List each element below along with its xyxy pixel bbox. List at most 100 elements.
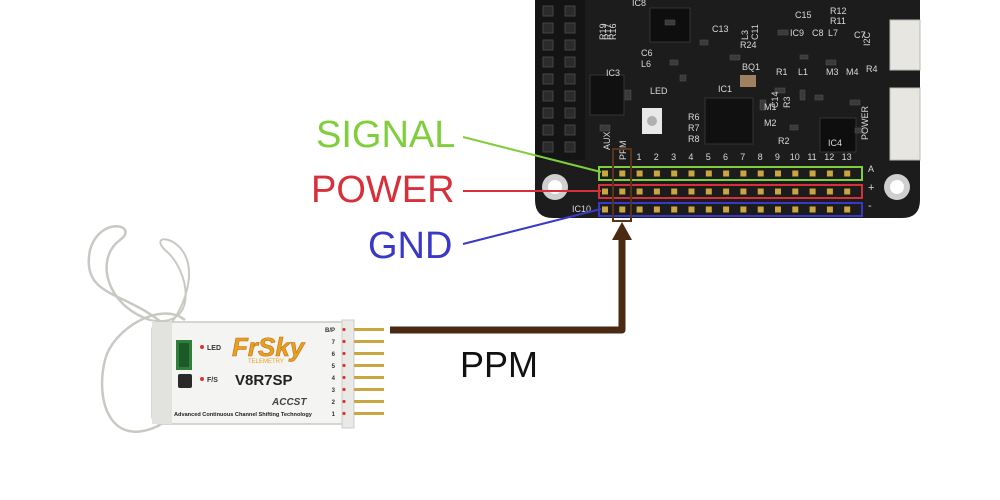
silkscreen-label: R8 <box>688 134 700 144</box>
header-pin <box>542 141 554 153</box>
receiver-pin-label: B/P <box>325 328 335 334</box>
header-pin <box>564 90 576 102</box>
receiver-description: Advanced Continuous Channel Shifting Tec… <box>174 412 313 418</box>
smd-component <box>849 99 861 106</box>
channel-number: 3 <box>671 152 676 162</box>
header-pin <box>809 206 816 213</box>
receiver-pin-label: 4 <box>332 376 336 382</box>
channel-number: 11 <box>807 152 816 162</box>
header-pin <box>671 206 678 213</box>
silkscreen-label: L7 <box>828 28 838 38</box>
header-pin <box>740 188 747 195</box>
side-label-a: A <box>868 164 874 174</box>
header-pin <box>792 170 799 177</box>
smd-component <box>699 39 709 46</box>
side-label-minus: - <box>868 200 872 212</box>
header-pin <box>542 56 554 68</box>
smd-component <box>854 127 864 134</box>
header-pin <box>564 5 576 17</box>
header-pin <box>564 107 576 119</box>
receiver-pin <box>354 412 384 415</box>
smd-component <box>799 54 809 60</box>
channel-number: 7 <box>740 152 745 162</box>
silkscreen-label: M4 <box>846 67 859 77</box>
header-pin <box>564 39 576 51</box>
header-pin <box>653 206 660 213</box>
receiver-pin <box>354 376 384 379</box>
silkscreen-label: BQ1 <box>742 62 760 72</box>
receiver-pin <box>354 340 384 343</box>
header-pin <box>809 170 816 177</box>
header-pin <box>602 188 608 195</box>
silkscreen-label: R7 <box>688 123 700 133</box>
header-pin <box>636 188 643 195</box>
silkscreen-label: C13 <box>712 24 729 34</box>
header-pin <box>564 73 576 85</box>
header-pin <box>740 170 747 177</box>
header-pin <box>542 90 554 102</box>
header-pin <box>844 170 851 177</box>
silkscreen-label: C14 <box>770 91 780 108</box>
channel-number: 12 <box>824 152 834 162</box>
silkscreen-label: IC9 <box>790 28 804 38</box>
smd-component <box>777 29 789 36</box>
header-pin <box>740 206 747 213</box>
power-label: POWER <box>311 169 455 211</box>
brand-logo: FrSky <box>232 332 306 362</box>
header-pin <box>844 206 851 213</box>
header-pin <box>564 141 576 153</box>
header-pin <box>542 73 554 85</box>
silkscreen-label: C6 <box>641 48 653 58</box>
silkscreen-label: R2 <box>778 136 790 146</box>
receiver-pin-label: 2 <box>332 400 336 406</box>
silkscreen-label: M3 <box>826 67 839 77</box>
header-pin <box>688 170 695 177</box>
header-pin <box>602 170 608 177</box>
signal-leader-line <box>462 136 602 173</box>
silkscreen-label: R1 <box>776 67 788 77</box>
antenna-wire <box>87 225 171 331</box>
header-pin <box>542 22 554 34</box>
receiver-pin <box>354 388 384 391</box>
header-pin <box>688 188 695 195</box>
receiver-pin <box>354 328 384 331</box>
smd-component <box>669 59 679 66</box>
silkscreen-label: C11 <box>750 24 760 40</box>
receiver-pin <box>354 364 384 367</box>
silkscreen-label: L3 <box>740 30 750 40</box>
header-pin <box>809 188 816 195</box>
fs-button <box>178 374 192 388</box>
silkscreen-label: IC10 <box>572 204 591 214</box>
brand-tagline: TELEMETRY <box>248 359 284 365</box>
silkscreen-label: R12 <box>830 6 847 16</box>
receiver-pin-label: 3 <box>332 388 336 394</box>
signal-label: SIGNAL <box>316 114 456 156</box>
ppm-wire <box>390 236 626 334</box>
protocol-label: ACCST <box>271 397 307 408</box>
header-pin <box>826 206 833 213</box>
model-name: V8R7SP <box>235 372 293 389</box>
header-pin <box>542 124 554 136</box>
header-pin <box>653 170 660 177</box>
silkscreen-label: R4 <box>866 64 878 74</box>
header-pin <box>757 170 764 177</box>
header-pin <box>757 206 764 213</box>
gnd-label: GND <box>368 225 453 267</box>
channel-number: 2 <box>654 152 659 162</box>
header-pin <box>619 188 626 195</box>
smd-component <box>799 89 806 101</box>
channel-number: 10 <box>790 152 800 162</box>
header-pin <box>564 56 576 68</box>
header-pin <box>602 206 608 213</box>
header-pin <box>636 170 643 177</box>
smd-component <box>624 89 632 101</box>
header-pin <box>688 206 695 213</box>
header-pin <box>792 206 799 213</box>
header-pin <box>636 206 643 213</box>
channel-number: 5 <box>706 152 711 162</box>
gnd-leader-line <box>462 208 602 245</box>
channel-number: 9 <box>775 152 780 162</box>
smd-component <box>679 74 687 82</box>
silkscreen-label: IC8 <box>632 0 646 8</box>
